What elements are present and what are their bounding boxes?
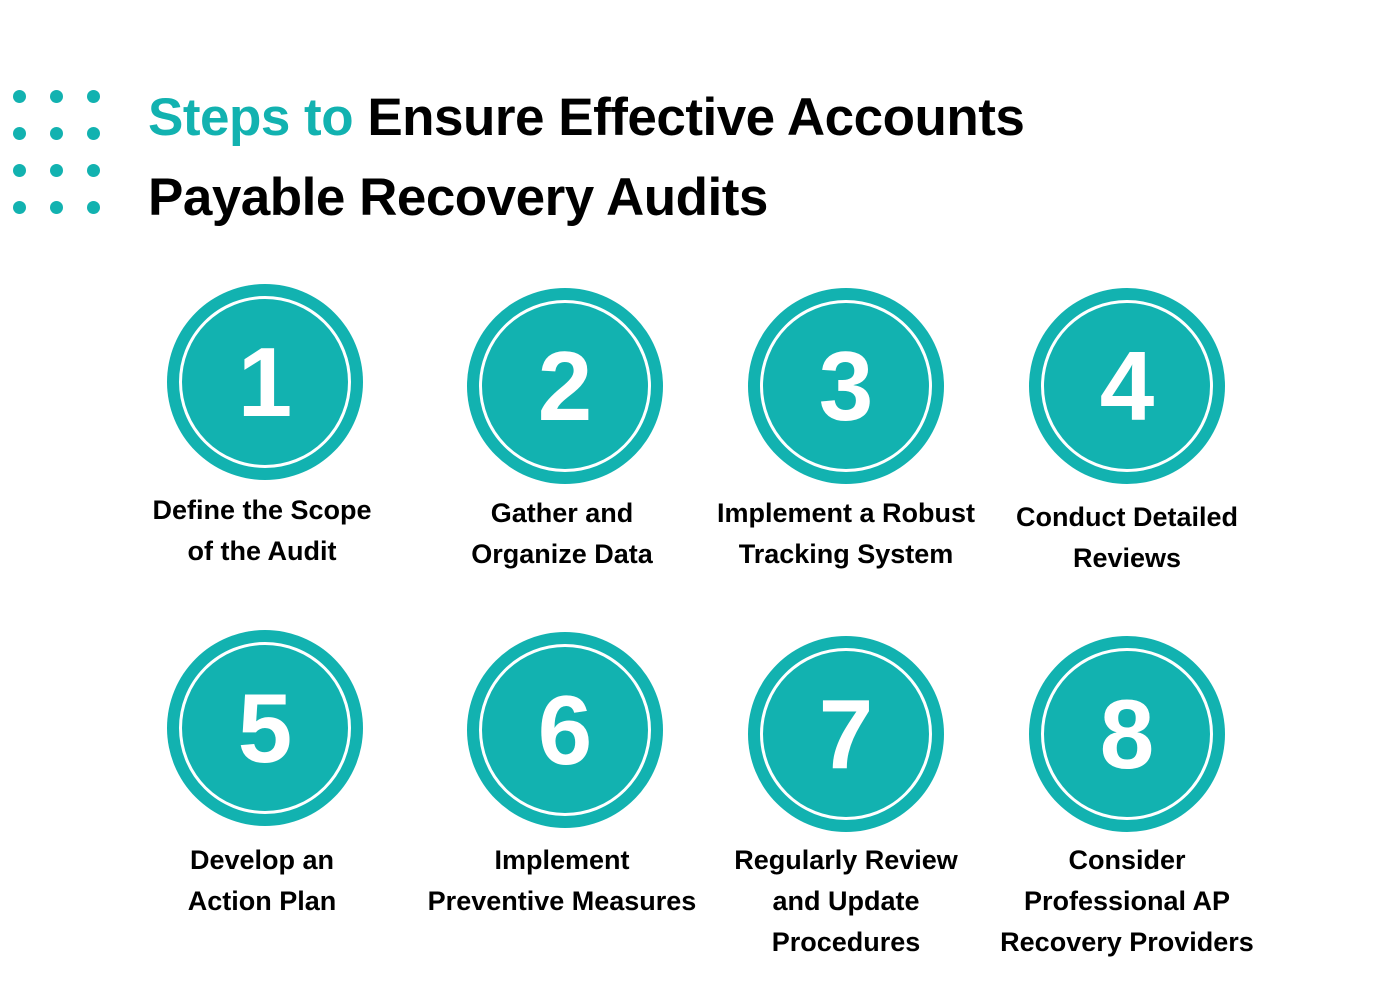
step-5-circle: 5 xyxy=(167,630,363,826)
step-number: 2 xyxy=(537,331,593,441)
step-number: 6 xyxy=(537,675,593,785)
step-4-circle: 4 xyxy=(1029,288,1225,484)
step-1-circle: 1 xyxy=(167,284,363,480)
page-title: Steps to Ensure Effective Accounts Payab… xyxy=(148,78,1025,238)
step-7-label: Regularly Review and Update Procedures xyxy=(734,845,958,957)
dot-icon xyxy=(50,201,63,214)
dot-icon xyxy=(13,201,26,214)
step-2-label: Gather and Organize Data xyxy=(471,498,653,569)
step-3-circle: 3 xyxy=(748,288,944,484)
step-number: 5 xyxy=(237,673,293,783)
step-number: 1 xyxy=(237,327,293,437)
dot-icon xyxy=(87,164,100,177)
step-3-label: Implement a Robust Tracking System xyxy=(716,498,976,569)
dot-icon xyxy=(13,127,26,140)
step-number: 3 xyxy=(818,331,874,441)
dot-grid-icon xyxy=(10,88,110,218)
dot-icon xyxy=(87,127,100,140)
dot-icon xyxy=(13,90,26,103)
step-number: 7 xyxy=(818,679,874,789)
step-6-circle: 6 xyxy=(467,632,663,828)
step-7-circle: 7 xyxy=(748,636,944,832)
dot-icon xyxy=(13,164,26,177)
dot-icon xyxy=(50,127,63,140)
step-1-label: Define the Scope of the Audit xyxy=(152,495,372,566)
title-line2: Payable Recovery Audits xyxy=(148,168,768,227)
step-number: 8 xyxy=(1099,679,1155,789)
step-6-label: Implement Preventive Measures xyxy=(427,845,697,916)
dot-icon xyxy=(50,90,63,103)
dot-icon xyxy=(87,201,100,214)
step-2-circle: 2 xyxy=(467,288,663,484)
step-4-label: Conduct Detailed Reviews xyxy=(1015,502,1238,573)
title-line1: Ensure Effective Accounts xyxy=(367,88,1025,147)
dot-icon xyxy=(50,164,63,177)
step-5-label: Develop an Action Plan xyxy=(187,845,337,916)
step-8-label: Consider Professional AP Recovery Provid… xyxy=(1000,845,1254,957)
title-accent: Steps to xyxy=(148,88,354,147)
dot-icon xyxy=(87,90,100,103)
step-8-circle: 8 xyxy=(1029,636,1225,832)
step-number: 4 xyxy=(1099,331,1155,441)
